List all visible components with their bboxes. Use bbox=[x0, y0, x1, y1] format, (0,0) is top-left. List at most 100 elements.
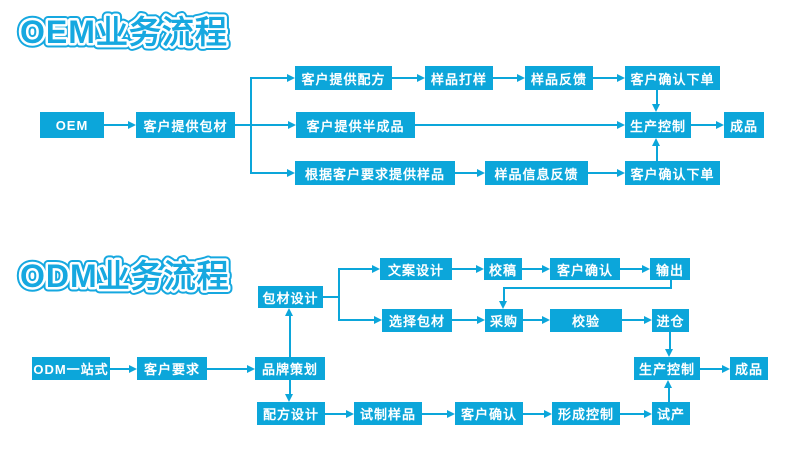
edge-oem-start-packaging-line bbox=[104, 124, 128, 126]
edge-odm-packdesign-copydesign-arrow-icon bbox=[372, 265, 380, 273]
edge-odm-trialsample-confirm-arrow-icon bbox=[447, 410, 455, 418]
svg-text:OEM业务流程: OEM业务流程 bbox=[20, 14, 228, 50]
edge-odm-formuladesign-trialsample-line bbox=[325, 413, 346, 415]
node-odm-confirm-copy: 客户确认 bbox=[550, 258, 620, 280]
node-odm-confirm-formula: 客户确认 bbox=[455, 402, 523, 425]
node-oem-feedback: 样品反馈 bbox=[525, 66, 593, 90]
node-odm-start: ODM一站式 bbox=[32, 357, 110, 380]
edge-odm-purchase-verify-arrow-icon bbox=[542, 316, 550, 324]
odm-section-title: ODM业务流程 ODM业务流程 ODM业务流程 bbox=[16, 254, 234, 299]
edge-odm-packdesign-copydesign-line bbox=[338, 268, 372, 270]
edge-oem-start-packaging-arrow-icon bbox=[128, 121, 136, 129]
svg-text:ODM业务流程: ODM业务流程 bbox=[20, 258, 230, 294]
edge-odm-output-purchase-arrow-icon bbox=[499, 301, 507, 309]
edge-oem-confirmtop-control-arrow-icon bbox=[652, 104, 660, 112]
edge-oem-branch-mid-line bbox=[250, 124, 288, 126]
edge-odm-confirm-output-line bbox=[620, 268, 642, 270]
edge-oem-sampleinfo-confirm-line bbox=[588, 172, 617, 174]
node-odm-output: 输出 bbox=[650, 258, 690, 280]
edge-odm-packdesign-selectpack-arrow-icon bbox=[374, 316, 382, 324]
edge-odm-output-purchase-hline bbox=[503, 287, 672, 289]
edge-odm-verify-warehouse-arrow-icon bbox=[644, 316, 652, 324]
edge-odm-control-finished-line bbox=[700, 368, 722, 370]
svg-text:OEM业务流程: OEM业务流程 bbox=[20, 14, 228, 50]
edge-odm-packdesign-branch-vline bbox=[338, 268, 340, 321]
edge-oem-formula-proofing-line bbox=[392, 77, 417, 79]
edge-odm-verify-warehouse-line bbox=[622, 319, 644, 321]
node-oem-start: OEM bbox=[40, 112, 104, 138]
edge-odm-proofread-confirm-line bbox=[522, 268, 542, 270]
edge-odm-trialsample-confirm-line bbox=[422, 413, 447, 415]
edge-oem-sampleinfo-confirm-arrow-icon bbox=[617, 169, 625, 177]
edge-odm-confirm-output-arrow-icon bbox=[642, 265, 650, 273]
node-odm-select-pack: 选择包材 bbox=[382, 309, 452, 332]
edge-oem-branch-top-line bbox=[250, 77, 287, 79]
node-odm-formula-design: 配方设计 bbox=[257, 402, 325, 425]
node-oem-control: 生产控制 bbox=[625, 112, 691, 138]
edge-odm-trialproduction-control-arrow-icon bbox=[664, 380, 672, 388]
node-oem-confirm-bottom: 客户确认下单 bbox=[625, 161, 720, 185]
edge-oem-formula-proofing-arrow-icon bbox=[417, 74, 425, 82]
edge-odm-warehouse-control-line bbox=[669, 332, 671, 349]
edge-oem-branch-bottom-line bbox=[250, 172, 287, 174]
node-odm-warehouse: 进仓 bbox=[652, 309, 689, 332]
edge-odm-output-purchase-vline1 bbox=[670, 280, 672, 288]
edge-oem-proofing-feedback-line bbox=[493, 77, 517, 79]
node-oem-sample-info: 样品信息反馈 bbox=[485, 161, 588, 185]
edge-odm-branding-packdesign-line bbox=[289, 316, 291, 357]
node-oem-semi: 客户提供半成品 bbox=[296, 112, 415, 138]
svg-text:ODM业务流程: ODM业务流程 bbox=[20, 258, 230, 294]
node-odm-purchase: 采购 bbox=[485, 309, 523, 332]
node-odm-verify: 校验 bbox=[550, 309, 622, 332]
edge-odm-packdesign-selectpack-line bbox=[338, 319, 374, 321]
edge-oem-samplereq-sampleinfo-arrow-icon bbox=[477, 169, 485, 177]
edge-oem-confirmbottom-control-line bbox=[656, 146, 658, 161]
node-odm-finished: 成品 bbox=[730, 357, 768, 380]
edge-oem-samplereq-sampleinfo-line bbox=[455, 172, 477, 174]
edge-odm-formcontrol-trialproduction-arrow-icon bbox=[644, 410, 652, 418]
node-oem-finished: 成品 bbox=[724, 112, 764, 138]
node-oem-proofing: 样品打样 bbox=[425, 66, 493, 90]
edge-oem-confirmbottom-control-arrow-icon bbox=[652, 138, 660, 146]
edge-oem-semi-control-line bbox=[415, 124, 617, 126]
edge-odm-output-purchase-vline2 bbox=[503, 288, 505, 301]
edge-odm-branding-packdesign-arrow-icon bbox=[285, 308, 293, 316]
node-odm-control: 生产控制 bbox=[634, 357, 700, 380]
edge-odm-proofread-confirm-arrow-icon bbox=[542, 265, 550, 273]
node-odm-copy-design: 文案设计 bbox=[380, 258, 452, 280]
edge-oem-branch-bottom-arrow-icon bbox=[287, 169, 295, 177]
node-odm-requirement: 客户要求 bbox=[137, 357, 207, 380]
node-oem-confirm-top: 客户确认下单 bbox=[625, 66, 720, 90]
svg-text:OEM业务流程: OEM业务流程 bbox=[20, 14, 228, 50]
edge-oem-branch-mid-arrow-icon bbox=[288, 121, 296, 129]
edge-odm-packdesign-stub-line bbox=[323, 296, 339, 298]
node-oem-sample-req: 根据客户要求提供样品 bbox=[295, 161, 455, 185]
edge-odm-requirement-branding-line bbox=[207, 368, 247, 370]
edge-odm-start-requirement-line bbox=[110, 368, 129, 370]
edge-oem-control-finished-arrow-icon bbox=[716, 121, 724, 129]
node-odm-pack-design: 包材设计 bbox=[258, 286, 323, 308]
edge-odm-confirm-formcontrol-arrow-icon bbox=[544, 410, 552, 418]
node-oem-formula: 客户提供配方 bbox=[295, 66, 392, 90]
edge-oem-semi-control-arrow-icon bbox=[617, 121, 625, 129]
node-odm-proofread: 校稿 bbox=[484, 258, 522, 280]
edge-oem-feedback-confirm-arrow-icon bbox=[617, 74, 625, 82]
node-odm-form-control: 形成控制 bbox=[552, 402, 620, 425]
node-oem-packaging: 客户提供包材 bbox=[136, 112, 235, 138]
edge-odm-branding-formuladesign-line bbox=[289, 380, 291, 395]
oem-section-title: OEM业务流程 OEM业务流程 OEM业务流程 bbox=[16, 10, 232, 55]
edge-oem-confirmtop-control-line bbox=[656, 90, 658, 105]
edge-oem-control-finished-line bbox=[691, 124, 716, 126]
edge-odm-control-finished-arrow-icon bbox=[722, 365, 730, 373]
edge-odm-trialproduction-control-line bbox=[668, 388, 670, 402]
edge-odm-purchase-verify-line bbox=[523, 319, 542, 321]
edge-odm-start-requirement-arrow-icon bbox=[129, 365, 137, 373]
edge-odm-branding-formuladesign-arrow-icon bbox=[285, 394, 293, 402]
node-odm-trial-production: 试产 bbox=[652, 402, 690, 425]
edge-odm-warehouse-control-arrow-icon bbox=[665, 349, 673, 357]
node-odm-trial-sample: 试制样品 bbox=[354, 402, 422, 425]
edge-oem-branch-top-arrow-icon bbox=[287, 74, 295, 82]
edge-odm-copydesign-proofread-line bbox=[452, 268, 476, 270]
edge-oem-feedback-confirm-line bbox=[593, 77, 617, 79]
